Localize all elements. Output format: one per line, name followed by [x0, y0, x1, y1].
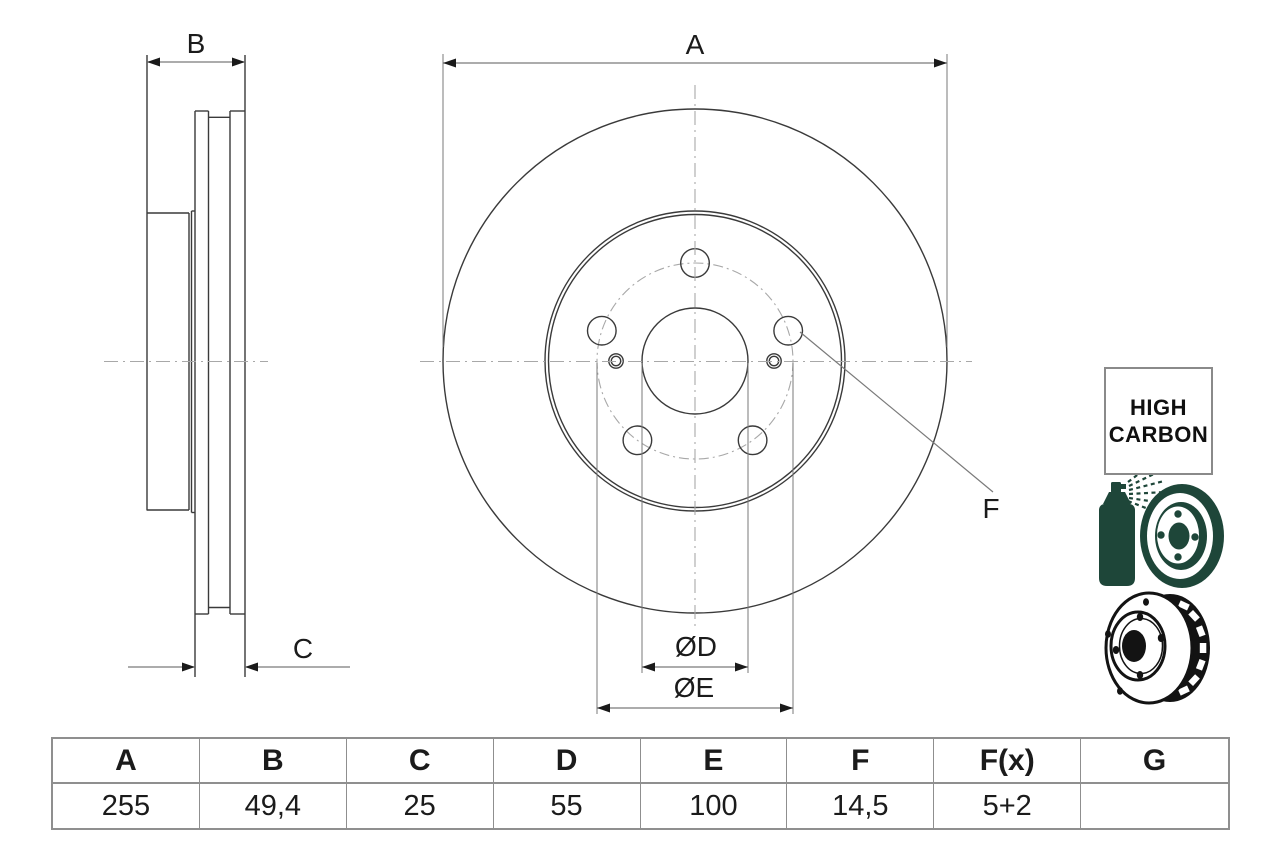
value-cell-b: 49,4: [200, 784, 347, 828]
dimension-label-a: A: [685, 29, 705, 60]
header-cell-a: A: [53, 739, 200, 782]
high-carbon-line2: CARBON: [1108, 422, 1209, 447]
value-cell-c: 25: [347, 784, 494, 828]
dimension-label-c: C: [292, 633, 314, 664]
dimension-label-f: F: [982, 493, 1000, 524]
dimension-annotations: [128, 54, 994, 714]
value-cell-g: [1081, 784, 1228, 828]
value-cell-f: 14,5: [787, 784, 935, 828]
header-cell-d: D: [494, 739, 641, 782]
table-value-row: 255 49,4 25 55 100 14,5 5+2: [53, 784, 1228, 828]
vented-disc-icon: [1104, 591, 1210, 705]
spray-coated-disc-icon: [1099, 462, 1224, 588]
value-cell-d: 55: [494, 784, 641, 828]
dimension-label-e: ØE: [673, 672, 715, 703]
header-cell-f: F: [787, 739, 935, 782]
dimension-label-d: ØD: [675, 631, 717, 662]
header-cell-c: C: [347, 739, 494, 782]
header-cell-fx: F(x): [934, 739, 1082, 782]
high-carbon-line1: HIGH: [1130, 395, 1187, 420]
value-cell-fx: 5+2: [934, 784, 1082, 828]
header-cell-e: E: [641, 739, 788, 782]
high-carbon-badge: HIGH CARBON: [1104, 367, 1213, 475]
header-cell-b: B: [200, 739, 347, 782]
header-cell-g: G: [1142, 743, 1167, 777]
value-cell-a: 255: [53, 784, 200, 828]
value-cell-e: 100: [641, 784, 788, 828]
side-view: [104, 55, 268, 677]
front-view: [420, 85, 972, 627]
table-header-row: A B C D E F F(x) G: [53, 739, 1228, 784]
dimension-label-b: B: [186, 28, 206, 59]
dimensions-table: A B C D E F F(x) G 255 49,4 25 55 100 14…: [51, 737, 1230, 830]
